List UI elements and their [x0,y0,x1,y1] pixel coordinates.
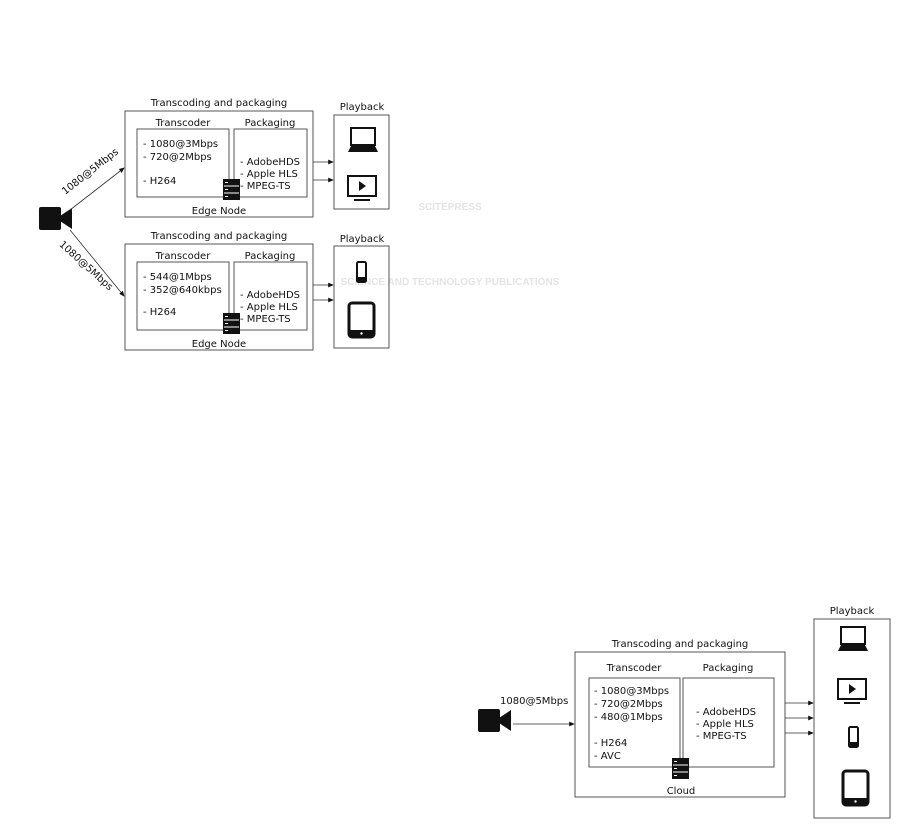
watermark-sub: SCIENCE AND TECHNOLOGY PUBLICATIONS [341,277,560,288]
cloud-input-label: 1080@5Mbps [500,696,568,707]
tv-icon [837,678,867,704]
tv-icon [347,175,377,201]
transcoder-label: Transcoder [155,251,212,262]
cloud-node-label: Cloud [667,786,696,797]
packaging-item: - Apple HLS [240,302,298,313]
transcoder-item: - 1080@3Mbps [594,686,669,697]
bottom-input-label: 1080@5Mbps [57,239,115,293]
cloud-title: Transcoding and packaging [611,639,749,650]
transcoder-label: Transcoder [155,118,212,129]
transcoder-item: - H264 [143,307,176,318]
transcoder-item: - 720@2Mbps [594,699,663,710]
edge-node-label: Edge Node [192,339,246,350]
tablet-icon [347,301,376,339]
packaging-label: Packaging [703,663,754,674]
packaging-item: - AdobeHDS [696,707,756,718]
server-icon [222,312,241,335]
packaging-item: - Apple HLS [240,169,298,180]
playback-label: Playback [830,606,875,617]
edge-top-title: Transcoding and packaging [150,98,288,109]
transcoder-item: - H264 [594,738,627,749]
packaging-label: Packaging [245,118,296,129]
server-icon [671,757,690,780]
playback-label: Playback [340,234,385,245]
laptop-icon [837,626,869,652]
edge-node-bottom: Transcoding and packaging Transcoder Pac… [124,231,390,351]
arrow-to-bottom-edge [69,229,125,297]
transcoder-item: - 352@640kbps [143,285,222,296]
watermark: SCITEPRESS SCIENCE AND TECHNOLOGY PUBLIC… [341,202,560,288]
transcoder-item: - 544@1Mbps [143,272,212,283]
phone-icon [356,261,367,283]
phone-icon [848,726,859,748]
camera-icon [478,709,511,732]
packaging-item: - AdobeHDS [240,157,300,168]
transcoder-item: - 1080@3Mbps [143,139,218,150]
packaging-label: Packaging [245,251,296,262]
edge-node-top: Transcoding and packaging Transcoder Pac… [124,98,390,218]
transcoder-item: - AVC [594,751,621,762]
transcoder-label: Transcoder [606,663,663,674]
packaging-item: - MPEG-TS [696,731,747,742]
top-input-label: 1080@5Mbps [60,147,121,198]
camera-icon [39,207,72,230]
packaging-item: - MPEG-TS [240,314,291,325]
cloud-diagram: 1080@5Mbps Transcoding and packaging Tra… [478,606,891,819]
tablet-icon [841,769,870,807]
packaging-item: - MPEG-TS [240,181,291,192]
edge-bottom-title: Transcoding and packaging [150,231,288,242]
watermark-main: SCITEPRESS [418,202,482,213]
playback-label: Playback [340,102,385,113]
packaging-item: - Apple HLS [696,719,754,730]
transcoder-item: - 720@2Mbps [143,152,212,163]
transcoder-item: - 480@1Mbps [594,712,663,723]
laptop-icon [347,127,379,153]
packaging-item: - AdobeHDS [240,290,300,301]
transcoder-item: - H264 [143,176,176,187]
edge-node-label: Edge Node [192,206,246,217]
arrow-to-top-edge [69,167,125,211]
server-icon [222,178,241,201]
